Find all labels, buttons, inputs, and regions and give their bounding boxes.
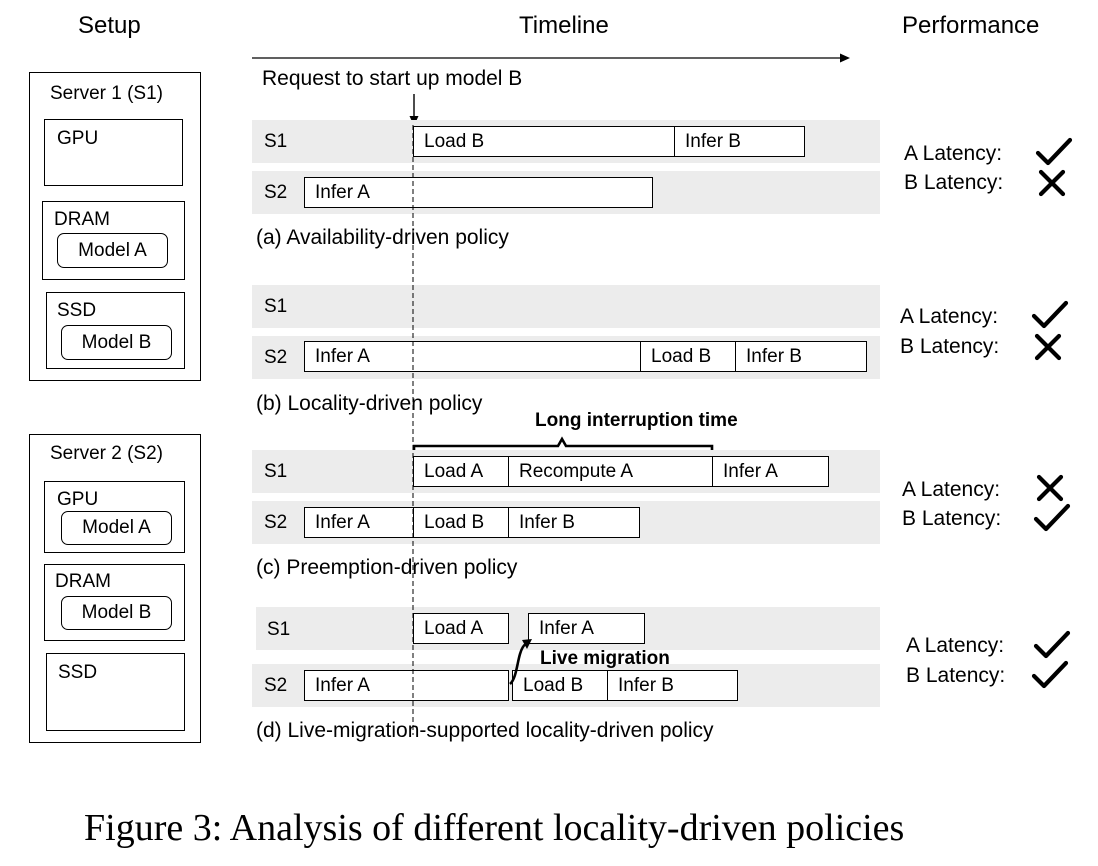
policy-a-s1-load-b: Load B (413, 126, 676, 157)
policy-b-s1-band (252, 285, 880, 328)
policy-c-s2-label: S2 (264, 512, 288, 533)
policy-a-s1-infer-b: Infer B (674, 126, 805, 157)
check-icon (1033, 630, 1071, 659)
policy-a-a-latency-label: A Latency: (904, 142, 1003, 165)
server1-dram-model: Model A (57, 233, 168, 268)
policy-d-s1-label: S1 (267, 619, 291, 640)
server2-ssd-box (46, 653, 185, 731)
policy-d-b-latency-label: B Latency: (906, 664, 1006, 687)
policy-b-b-latency-label: B Latency: (900, 335, 1000, 358)
policy-c-b-latency-label: B Latency: (902, 507, 1002, 530)
policy-a-s2-infer-a: Infer A (304, 177, 653, 208)
server2-dram-label: DRAM (55, 571, 111, 592)
figure-caption: Figure 3: Analysis of different locality… (84, 807, 905, 849)
policy-c-s1-load-a: Load A (413, 456, 510, 487)
policy-c-caption: (c) Preemption-driven policy (256, 556, 518, 579)
timeline-header: Timeline (519, 12, 609, 39)
policy-c-s1-infer-a: Infer A (712, 456, 829, 487)
policy-b-s2-infer-b: Infer B (735, 341, 867, 372)
server1-dram-label: DRAM (54, 209, 110, 230)
policy-d-s1-infer-a: Infer A (528, 613, 645, 644)
policy-b-s2-label: S2 (264, 347, 288, 368)
policy-b-a-latency-label: A Latency: (900, 305, 999, 328)
policy-d-s2-infer-a: Infer A (304, 670, 509, 701)
policy-b-caption: (b) Locality-driven policy (256, 392, 483, 415)
server2-dram-model: Model B (61, 596, 172, 630)
policy-d-s2-load-b: Load B (512, 670, 609, 701)
live-migration-arrow (509, 639, 532, 685)
request-time-dashed-line (412, 125, 414, 735)
server1-ssd-model: Model B (61, 325, 172, 360)
server1-title: Server 1 (S1) (50, 83, 163, 104)
check-icon (1031, 300, 1069, 329)
policy-d-s1-load-a: Load A (413, 613, 509, 644)
policy-a-caption: (a) Availability-driven policy (256, 226, 509, 249)
request-label: Request to start up model B (262, 67, 523, 90)
policy-c-s2-infer-b: Infer B (508, 507, 640, 538)
setup-header: Setup (78, 12, 141, 39)
server2-title: Server 2 (S2) (50, 443, 163, 464)
live-migration-label: Live migration (540, 648, 670, 669)
policy-a-b-latency-label: B Latency: (904, 171, 1004, 194)
check-icon (1031, 660, 1069, 689)
policy-a-s1-label: S1 (264, 131, 288, 152)
check-icon (1033, 503, 1071, 532)
policy-b-s1-label: S1 (264, 296, 288, 317)
server1-ssd-label: SSD (57, 300, 97, 321)
timeline-arrow (252, 53, 850, 63)
policy-b-s2-load-b: Load B (640, 341, 737, 372)
performance-header: Performance (902, 12, 1040, 39)
policy-c-s1-label: S1 (264, 461, 288, 482)
cross-icon (1038, 169, 1066, 197)
server1-gpu-box (44, 119, 183, 186)
policy-a-s2-label: S2 (264, 182, 288, 203)
check-icon (1035, 137, 1073, 166)
policy-d-caption: (d) Live-migration-supported locality-dr… (256, 719, 714, 742)
policy-c-s2-infer-a: Infer A (304, 507, 415, 538)
policy-d-s2-label: S2 (264, 675, 288, 696)
server2-gpu-model: Model A (61, 511, 172, 545)
policy-c-a-latency-label: A Latency: (902, 478, 1001, 501)
policy-b-s2-infer-a: Infer A (304, 341, 642, 372)
server2-gpu-label: GPU (57, 489, 99, 510)
server1-gpu-label: GPU (57, 128, 99, 149)
cross-icon (1034, 333, 1062, 361)
server2-ssd-label: SSD (58, 662, 98, 683)
cross-icon (1036, 474, 1064, 502)
long-interruption-label: Long interruption time (535, 410, 738, 431)
policy-c-s1-recompute-a: Recompute A (508, 456, 714, 487)
long-interruption-brace (412, 436, 714, 456)
policy-d-a-latency-label: A Latency: (906, 634, 1005, 657)
policy-d-s2-infer-b: Infer B (607, 670, 738, 701)
policy-c-s2-load-b: Load B (413, 507, 510, 538)
